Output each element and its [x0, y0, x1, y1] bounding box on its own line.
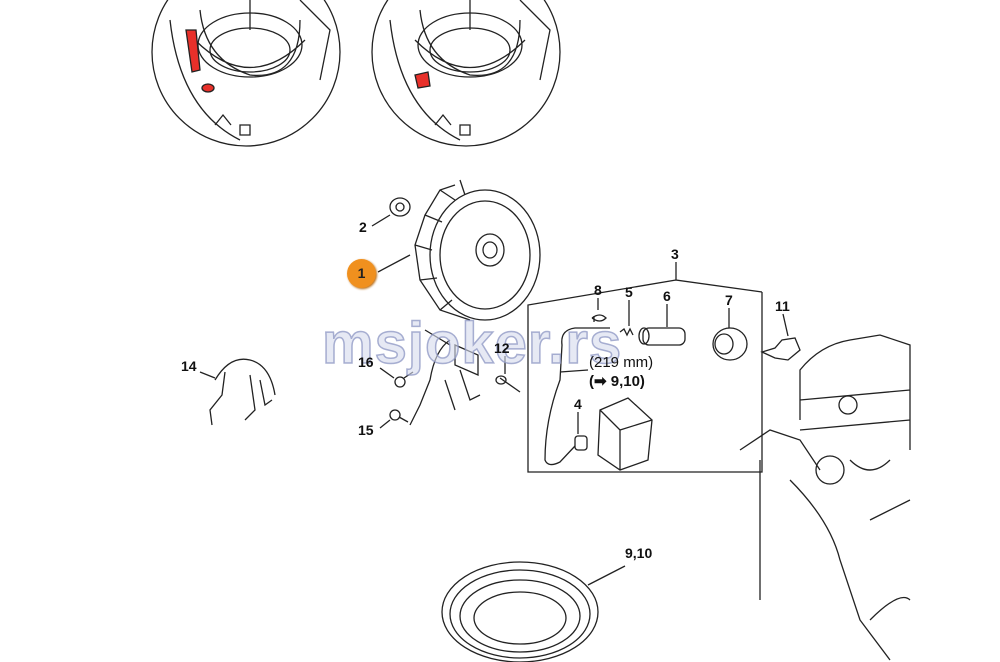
screw-part-12 — [495, 356, 521, 393]
lead-reference-note: (➡ 9,10) — [589, 373, 645, 390]
part-8-clip — [591, 298, 607, 322]
part-4-grommet — [574, 412, 588, 451]
wiring-harness-part-14 — [199, 358, 276, 426]
label-part-6: 6 — [663, 288, 671, 304]
ignition-module-group-3 — [527, 262, 763, 473]
label-part-5: 5 — [625, 284, 633, 300]
label-part-2: 2 — [359, 219, 367, 235]
part-6-plug-cap — [638, 304, 686, 346]
label-part-16: 16 — [358, 354, 374, 370]
label-part-8: 8 — [594, 282, 602, 298]
screw-part-15 — [379, 409, 409, 429]
part-callout-1[interactable]: 1 — [347, 259, 376, 288]
lead-length-note: (219 mm) — [589, 354, 654, 371]
part-7-boot — [712, 308, 748, 361]
part-5-spring — [619, 300, 634, 337]
label-part-11: 11 — [775, 298, 790, 314]
label-part-4: 4 — [574, 396, 582, 412]
label-part-14: 14 — [181, 358, 197, 374]
label-part-12: 12 — [494, 340, 510, 356]
ignition-lead — [544, 327, 610, 466]
screw-part-16 — [379, 367, 414, 388]
ignition-coil — [597, 397, 653, 471]
wire-coil-part-9-10 — [441, 561, 626, 662]
nut-part-2 — [371, 197, 411, 227]
label-part-9-10: 9,10 — [625, 545, 653, 561]
label-part-3: 3 — [671, 246, 679, 262]
detail-view-right — [371, 0, 561, 147]
watermark: msjoker.rs — [321, 310, 623, 377]
engine-cylinder — [739, 334, 911, 661]
flywheel-part-1 — [377, 179, 541, 321]
generator-part — [409, 329, 481, 426]
label-part-7: 7 — [725, 292, 733, 308]
label-part-15: 15 — [358, 422, 374, 438]
detail-view-left — [151, 0, 341, 147]
spark-plug-part-11 — [760, 313, 801, 361]
